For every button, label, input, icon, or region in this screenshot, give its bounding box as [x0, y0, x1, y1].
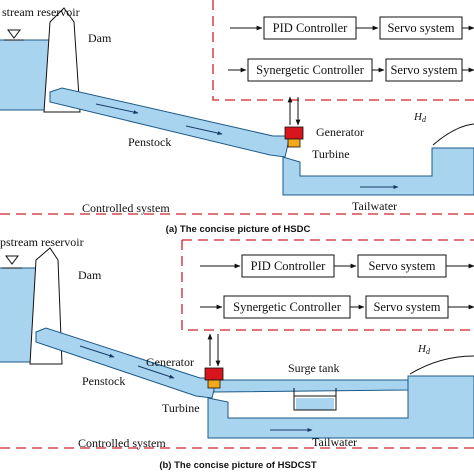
penstock-label-a: Penstock [128, 135, 171, 149]
turbine-a [287, 138, 301, 148]
upstream-reservoir-water-a [0, 40, 52, 110]
controlled-system-label-a: Controlled system [82, 201, 170, 215]
surge-tank-label-b: Surge tank [288, 361, 339, 375]
penstock-label-b: Penstock [82, 374, 125, 388]
controller-blocks-a [228, 16, 474, 82]
tailwater-channel-b [207, 375, 474, 439]
water-level-symbol-a [4, 29, 24, 41]
upstream-reservoir-water-b [0, 268, 38, 362]
tailwater-channel-a [282, 147, 474, 196]
tailwater-label-a: Tailwater [352, 199, 397, 213]
controlled-system-label-b: Controlled system [78, 436, 166, 450]
head-label-a: Hd [413, 111, 427, 124]
synergetic-controller-label-a: Synergetic Controller [256, 63, 365, 77]
turbine-label-a: Turbine [312, 147, 350, 161]
water-level-symbol-b [2, 255, 22, 269]
servo-system-label-b1: Servo system [368, 259, 435, 273]
caption-b: (b) The concise picture of HSDCST [159, 460, 316, 471]
turbine-b [207, 379, 221, 389]
surge-pipe-b [213, 379, 409, 393]
head-curve-a [432, 123, 474, 146]
head-curve-b [409, 355, 474, 375]
turbine-label-b: Turbine [162, 401, 200, 415]
pid-controller-label-b: PID Controller [251, 259, 326, 273]
generator-a [284, 126, 304, 140]
pid-controller-label-a: PID Controller [273, 21, 348, 35]
controller-blocks-b [200, 254, 474, 319]
generator-b [204, 367, 224, 381]
controller-boundary-b [181, 240, 474, 331]
tailwater-label-b: Tailwater [312, 435, 357, 449]
panel-b: pstream reservoir Dam Penstock Generator… [0, 235, 474, 471]
generator-label-b: Generator [146, 355, 194, 369]
controller-boundary-a [212, 0, 474, 101]
upstream-reservoir-label-a: stream reservoir [2, 5, 80, 19]
head-label-b: Hd [417, 343, 431, 356]
caption-a: (a) The concise picture of HSDC [166, 224, 311, 235]
panel-a: stream reservoir Dam Penstock Generator … [0, 0, 474, 235]
servo-system-label-a2: Servo system [390, 63, 457, 77]
servo-system-label-a1: Servo system [387, 21, 454, 35]
dam-label-a: Dam [88, 31, 112, 45]
dam-label-b: Dam [78, 268, 102, 282]
generator-label-a: Generator [316, 125, 364, 139]
servo-system-label-b2: Servo system [373, 300, 440, 314]
upstream-reservoir-label-b: pstream reservoir [0, 235, 84, 249]
synergetic-controller-label-b: Synergetic Controller [233, 300, 342, 314]
dam-a [43, 7, 81, 113]
